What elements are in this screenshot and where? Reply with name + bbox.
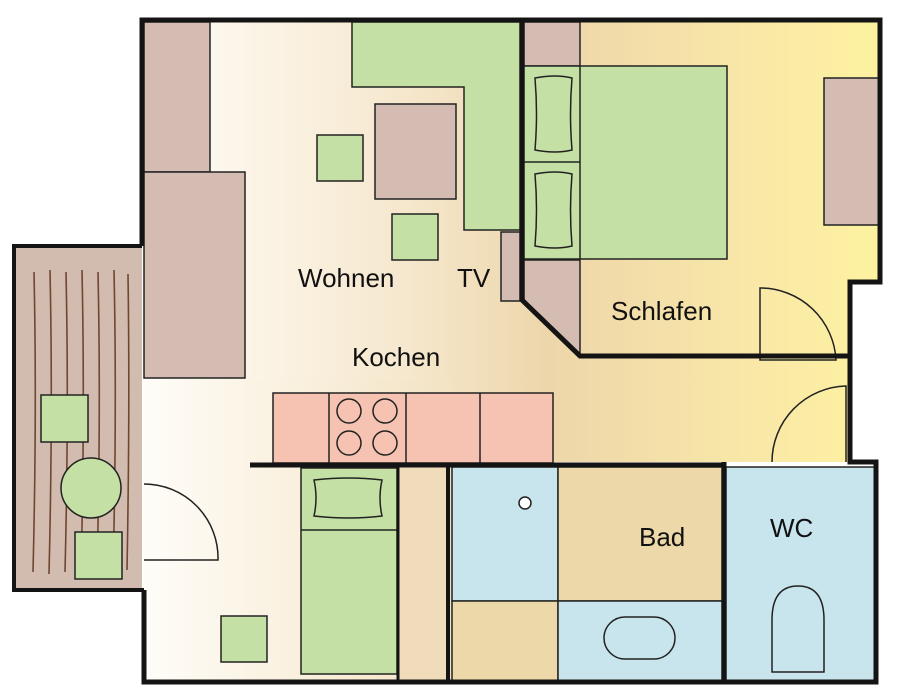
chair-bottom	[391, 213, 439, 261]
bedroom-wall	[519, 20, 850, 359]
label-bad: Bad	[639, 522, 685, 552]
kitchen-counter	[272, 392, 554, 464]
balcony-chair-top	[40, 394, 89, 443]
wardrobe-left	[143, 171, 246, 379]
balcony-wall	[12, 244, 144, 592]
stove-burners	[336, 398, 398, 456]
label-tv: TV	[457, 263, 491, 293]
wardrobe-top-left	[143, 21, 211, 173]
bedroom-wardrobe-top	[523, 21, 581, 67]
washbasin	[603, 616, 676, 660]
pillow-top	[534, 75, 573, 153]
door-balcony	[143, 483, 219, 561]
balcony-chair-bottom	[74, 531, 123, 580]
bath-floor	[557, 466, 723, 602]
label-schlafen: Schlafen	[611, 296, 712, 326]
tv-cabinet	[500, 231, 521, 302]
label-wohnen: Wohnen	[298, 263, 394, 293]
pantry-strip	[398, 467, 448, 682]
bedroom-dresser	[823, 77, 880, 226]
single-bed-pillow	[313, 477, 383, 519]
hall-chair	[220, 615, 268, 663]
balcony-round-table	[60, 457, 122, 519]
pillow-bottom	[534, 171, 573, 249]
toilet	[771, 585, 825, 673]
label-wc: WC	[770, 513, 813, 543]
shower-drain	[518, 496, 532, 510]
chair-left	[316, 134, 364, 182]
label-kochen: Kochen	[352, 342, 440, 372]
bath-cabinet	[451, 600, 559, 683]
outer-wall	[139, 17, 883, 685]
dining-table	[374, 103, 457, 200]
walls	[12, 17, 883, 685]
shower-area	[451, 466, 559, 602]
door-hall-right	[771, 385, 847, 463]
